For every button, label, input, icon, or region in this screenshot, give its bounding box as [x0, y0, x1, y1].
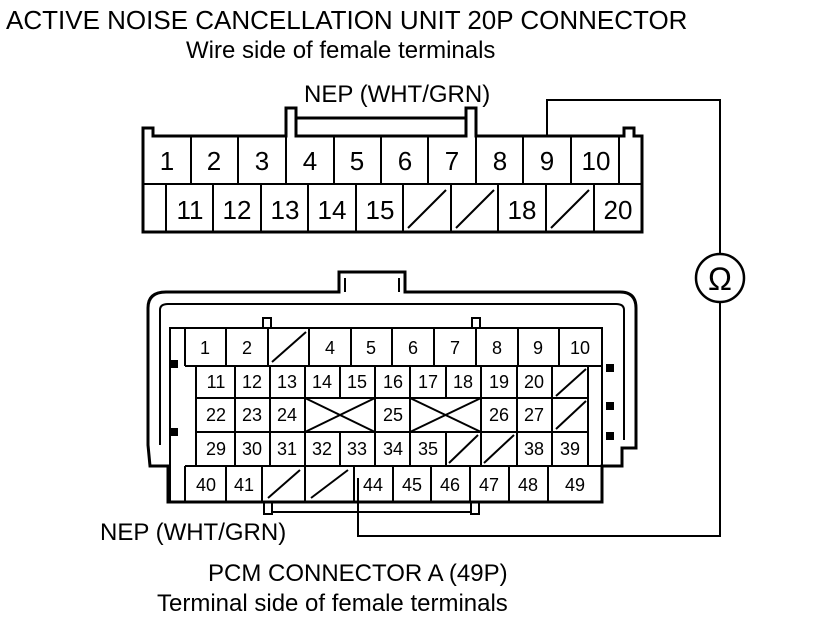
pcm-row3-dividers — [234, 398, 553, 432]
pin-label: 35 — [418, 439, 438, 459]
pin-label: 23 — [242, 405, 262, 425]
pin-label: 4 — [325, 338, 335, 358]
diagram-subtitle: Wire side of female terminals — [186, 37, 495, 64]
pin-label: 29 — [206, 439, 226, 459]
pin-label: 45 — [402, 475, 422, 495]
pin-label: 46 — [440, 475, 460, 495]
top-row2-dividers — [165, 184, 595, 232]
pin-label: 10 — [570, 338, 590, 358]
ohmmeter-icon: Ω — [694, 252, 746, 304]
pin-label: 13 — [271, 195, 300, 225]
pin-label: 14 — [312, 372, 332, 392]
pin-label: 15 — [366, 195, 395, 225]
anc-20p-connector: 1 2 3 4 5 6 7 8 9 10 11 12 13 14 15 18 2… — [141, 106, 644, 234]
pin-label: 1 — [160, 146, 174, 176]
pin-label: 10 — [582, 146, 611, 176]
pin-label: 24 — [277, 405, 297, 425]
pcm-row1-dividers — [225, 328, 560, 366]
pin-label: 3 — [255, 146, 269, 176]
pin-label: 38 — [524, 439, 544, 459]
diagram-title: ACTIVE NOISE CANCELLATION UNIT 20P CONNE… — [6, 5, 687, 35]
empty-cavity-mark — [555, 368, 587, 397]
pin-label: 1 — [200, 338, 210, 358]
pin-label: 5 — [366, 338, 376, 358]
pin-label: 32 — [312, 439, 332, 459]
pin-label: 8 — [492, 338, 502, 358]
empty-cavity-mark — [550, 189, 590, 229]
pin-label: 19 — [489, 372, 509, 392]
pin-label: 9 — [533, 338, 543, 358]
pin-label: 25 — [383, 405, 403, 425]
pcm-connector-subtitle: Terminal side of female terminals — [157, 590, 508, 617]
pin-label: 4 — [303, 146, 317, 176]
pin-label: 17 — [418, 372, 438, 392]
empty-cavity-mark — [483, 434, 515, 464]
pin-label: 44 — [363, 475, 383, 495]
pin-label: 16 — [383, 372, 403, 392]
empty-cavity-mark — [448, 434, 479, 464]
pcm-49p-connector: 1 2 4 5 6 7 8 9 10 11 12 13 14 15 16 17 … — [146, 270, 638, 515]
pin-label: 26 — [489, 405, 509, 425]
pin-label: 20 — [604, 195, 633, 225]
pin-label: 2 — [207, 146, 221, 176]
pin-label: 22 — [206, 405, 226, 425]
pcm-row2-dividers — [234, 366, 553, 398]
pin-label: 12 — [242, 372, 262, 392]
pin-label: 27 — [524, 405, 544, 425]
empty-cavity-mark — [409, 397, 482, 433]
pin-label: 41 — [234, 475, 254, 495]
pin-label: 34 — [383, 439, 403, 459]
pin-label: 40 — [196, 475, 216, 495]
pcm-connector-title: PCM CONNECTOR A (49P) — [208, 560, 508, 587]
pin-label: 7 — [450, 338, 460, 358]
empty-cavity-mark — [555, 400, 587, 430]
pin-label: 14 — [318, 195, 347, 225]
pin-label: 47 — [479, 475, 499, 495]
pin-label: 5 — [350, 146, 364, 176]
pin-label: 9 — [540, 146, 554, 176]
top-row1-dividers — [190, 136, 620, 184]
empty-cavity-mark — [310, 469, 349, 499]
empty-cavity-mark — [407, 189, 447, 229]
pin-label: 15 — [347, 372, 367, 392]
pin-label: 18 — [453, 372, 473, 392]
pin-label: 7 — [445, 146, 459, 176]
pin-label: 20 — [524, 372, 544, 392]
empty-cavity-mark — [267, 469, 301, 499]
pin-label: 12 — [223, 195, 252, 225]
pin-label: 39 — [560, 439, 580, 459]
pin-label: 8 — [493, 146, 507, 176]
pin-label: 31 — [277, 439, 297, 459]
pin-label: 2 — [242, 338, 252, 358]
top-callout-label: NEP (WHT/GRN) — [304, 81, 490, 108]
empty-cavity-mark — [304, 397, 376, 433]
pin-label: 13 — [277, 372, 297, 392]
test-lead-wiring — [357, 99, 721, 537]
pcm-row5-dividers — [225, 466, 549, 502]
empty-cavity-mark — [455, 189, 495, 229]
pin-label: 6 — [408, 338, 418, 358]
empty-cavity-mark — [271, 331, 307, 363]
ohm-symbol: Ω — [708, 261, 732, 297]
pin-label: 11 — [207, 372, 226, 392]
pin-label: 49 — [565, 475, 585, 495]
pin-label: 30 — [242, 439, 262, 459]
pin-label: 18 — [508, 195, 537, 225]
pin-label: 11 — [177, 195, 204, 225]
pin-label: 6 — [398, 146, 412, 176]
bottom-callout-label: NEP (WHT/GRN) — [100, 519, 286, 546]
pin-label: 33 — [347, 439, 367, 459]
pin-label: 48 — [518, 475, 538, 495]
pcm-row4-dividers — [234, 432, 553, 466]
